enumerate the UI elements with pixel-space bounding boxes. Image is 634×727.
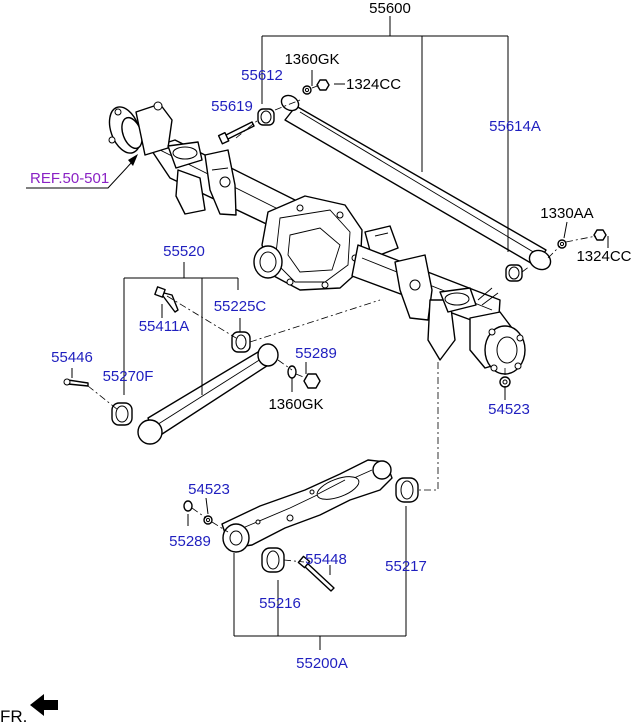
label-55448: 55448 [305,551,347,568]
label-1324CC-top: 1324CC [346,76,401,93]
label-55520: 55520 [163,243,205,260]
washer-1324CC-right [593,229,607,241]
label-55619: 55619 [211,98,253,115]
front-direction-indicator: FR. [0,694,58,726]
bushing-rear-upper [505,264,523,282]
nut-1360GK-top [302,85,312,95]
label-54523-right: 54523 [488,401,530,418]
label-55411A: 55411A [139,318,190,335]
bushing-55270F [111,402,133,426]
washer-1324CC-top [316,79,330,91]
part-labels: 55600 1360GK 55612 1324CC 55619 55614A R… [30,0,632,672]
label-55217: 55217 [385,558,427,575]
label-55216: 55216 [259,595,301,612]
upper-arm-55614A [280,94,552,271]
bolt-55411A [154,286,179,313]
front-label: FR. [0,707,27,726]
arrow-icon [30,694,58,716]
label-55614A: 55614A [489,118,541,135]
washer-55289-low [183,500,193,512]
label-1324CC-right: 1324CC [576,248,631,265]
bushing-55217 [395,477,419,503]
label-1360GK-top: 1360GK [284,51,339,68]
label-1360GK-mid: 1360GK [268,396,323,413]
rear-axle-housing [108,101,526,375]
bolt-55619 [217,121,255,145]
label-55446: 55446 [51,349,93,366]
nut-1330AA [557,239,567,249]
label-55200A: 55200A [296,655,348,672]
ref-leader [26,154,138,189]
nut-54523-right [499,376,511,388]
label-55612: 55612 [241,67,283,84]
label-55289-low: 55289 [169,533,211,550]
bolt-55446 [63,378,89,387]
label-ref-50-501: REF.50-501 [30,170,109,187]
label-55225C: 55225C [214,298,267,315]
label-55270F: 55270F [103,368,154,385]
nut-55289-mid [303,373,321,389]
bushing-55216 [261,547,285,573]
bushing-55225C [231,331,251,353]
label-55289-mid: 55289 [295,345,337,362]
label-1330AA: 1330AA [540,205,593,222]
leader-lines [71,16,609,650]
label-54523-low: 54523 [188,481,230,498]
trailing-arm-55200A [221,459,393,553]
bolt-55448 [297,555,335,592]
lower-arm-55270F [137,343,279,445]
label-55600: 55600 [369,0,411,17]
washer-1360GK-mid [287,365,297,379]
bushing-55612 [257,108,275,126]
